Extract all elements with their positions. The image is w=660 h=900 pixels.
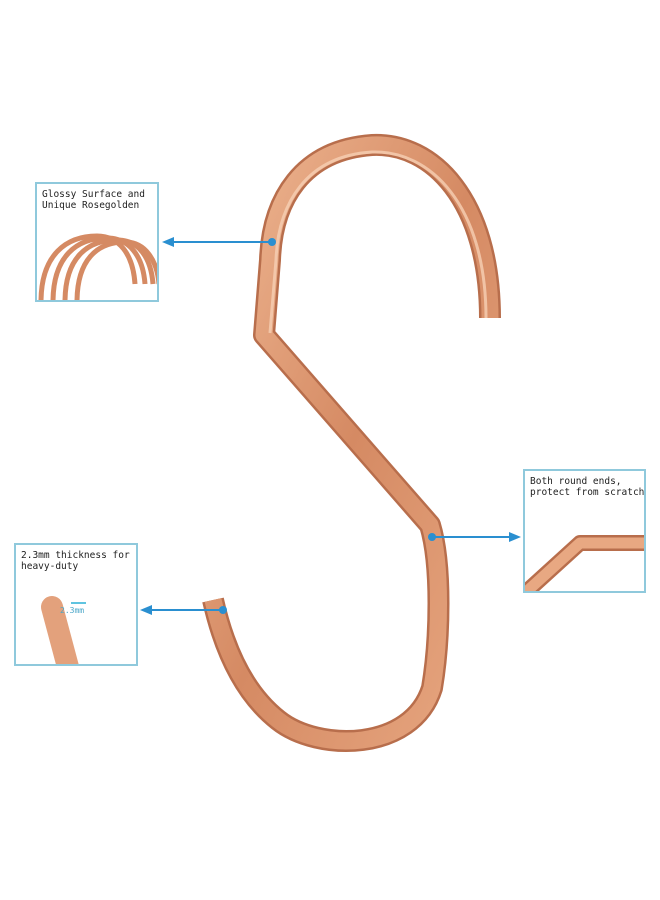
callout-round-ends: Both round ends, protect from scratching bbox=[523, 469, 646, 593]
callout-caption: Glossy Surface and Unique Rosegolden bbox=[42, 189, 145, 211]
callout-caption: Both round ends, protect from scratching bbox=[530, 476, 645, 498]
arrow-round-ends bbox=[428, 532, 521, 542]
measure-label: 2.3mm bbox=[60, 606, 84, 615]
callout-glossy-surface: Glossy Surface and Unique Rosegolden bbox=[35, 182, 159, 302]
arrow-glossy bbox=[162, 237, 276, 247]
callout-caption: 2.3mm thickness for heavy-duty bbox=[21, 550, 130, 572]
bend-detail bbox=[525, 535, 644, 591]
hook-end-detail: 2.3mm bbox=[41, 596, 86, 664]
arrow-thickness bbox=[140, 605, 227, 615]
stacked-hooks-detail bbox=[38, 233, 157, 300]
callout-thickness: 2.3mm 2.3mm thickness for heavy-duty bbox=[14, 543, 138, 666]
